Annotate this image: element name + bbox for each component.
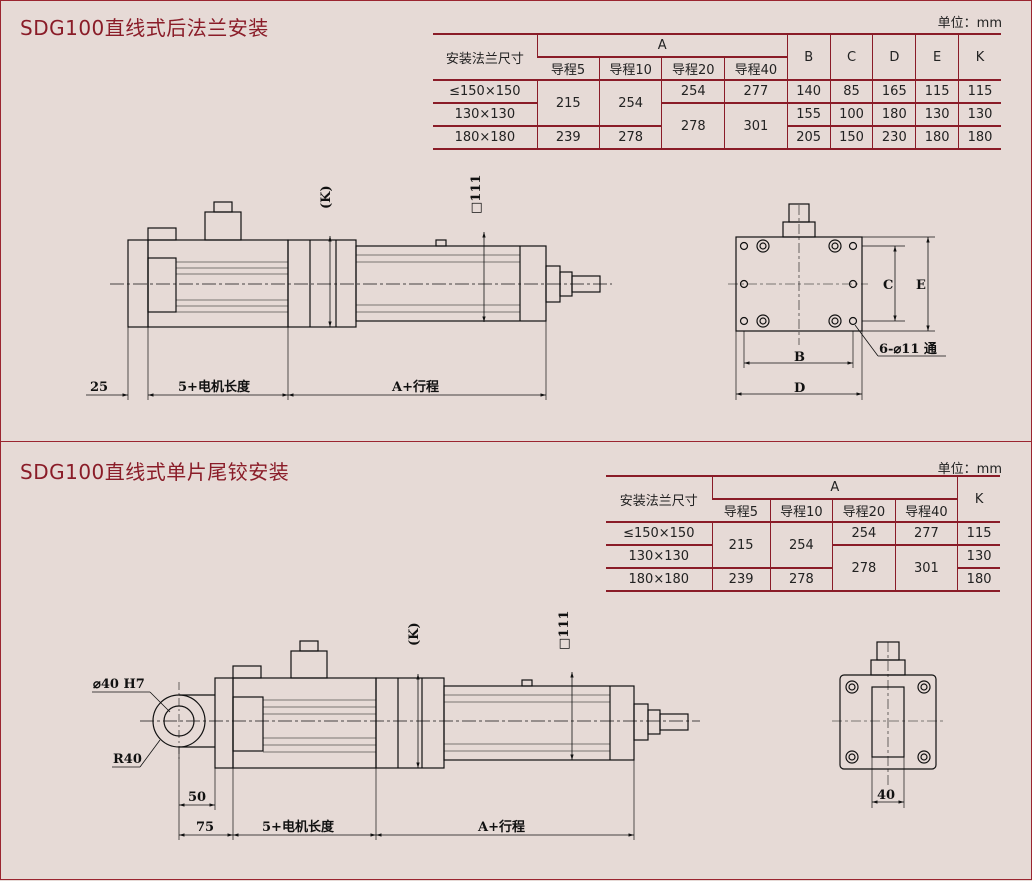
- header-k: K: [957, 475, 1000, 523]
- dim-radius: R40: [113, 752, 142, 767]
- cell-size: 130×130: [606, 545, 713, 569]
- cell-c: 85: [829, 80, 873, 104]
- cell-k: 180: [958, 126, 1001, 150]
- cell-a: 278: [832, 545, 896, 592]
- header-lead-5: 导程5: [712, 499, 771, 523]
- single-clevis-drawing: ⌀40 H7 R40 (K) □111 50 75 5+电机长度 A+行程 40: [92, 611, 944, 840]
- cell-a: 239: [536, 126, 600, 150]
- header-b: B: [786, 33, 831, 81]
- cell-e: 130: [915, 103, 959, 127]
- cell-size: 180×180: [433, 126, 538, 150]
- cell-a: 278: [661, 103, 725, 150]
- header-c: C: [829, 33, 873, 81]
- spec-table: 安装法兰尺寸 A B C D E K 导程5 导程10 导程20 导程40 ≤1…: [433, 33, 1001, 150]
- cell-k: 180: [957, 568, 1000, 592]
- cell-d: 230: [872, 126, 916, 150]
- header-lead-10: 导程10: [769, 499, 833, 523]
- header-lead-40: 导程40: [724, 57, 788, 81]
- hole-note: 6-⌀11 通: [879, 341, 937, 357]
- cell-b: 140: [786, 80, 831, 104]
- cell-a: 301: [724, 103, 788, 150]
- cell-a: 301: [894, 545, 958, 592]
- actuator-side-view: [127, 201, 601, 328]
- unit-label: 单位：mm: [937, 462, 1002, 477]
- dim-square: □111: [469, 175, 484, 214]
- cell-size: ≤150×150: [433, 80, 538, 104]
- cell-k: 115: [958, 80, 1001, 104]
- cell-size: 130×130: [433, 103, 538, 127]
- header-lead-10: 导程10: [598, 57, 662, 81]
- clevis-end-view: [832, 641, 944, 787]
- dim-motor-length: 5+电机长度: [262, 819, 335, 835]
- dim-stroke: A+行程: [391, 379, 439, 395]
- header-e: E: [915, 33, 959, 81]
- cell-a: 215: [711, 522, 771, 569]
- header-lead-20: 导程20: [832, 499, 896, 523]
- cell-k: 130: [957, 545, 1000, 569]
- header-lead-5: 导程5: [537, 57, 600, 81]
- section-title: SDG100直线式单片尾铰安装: [20, 460, 290, 484]
- cell-c: 100: [829, 103, 873, 127]
- cell-e: 180: [915, 126, 959, 150]
- dim-e: E: [916, 278, 926, 293]
- cell-c: 150: [829, 126, 873, 150]
- single-clevis-section: SDG100直线式单片尾铰安装 单位：mm 安装法兰尺寸 A K 导程5 导程1…: [0, 441, 1032, 881]
- cell-e: 115: [915, 80, 959, 104]
- cell-a: 239: [711, 568, 771, 592]
- dim-50: 50: [188, 790, 206, 805]
- header-a: A: [536, 33, 788, 58]
- cell-a: 278: [598, 126, 662, 150]
- cell-k: 130: [958, 103, 1001, 127]
- cell-a: 254: [598, 80, 662, 127]
- cell-d: 165: [872, 80, 916, 104]
- cell-a: 215: [536, 80, 600, 127]
- cell-b: 155: [786, 103, 831, 127]
- dim-k: (K): [319, 185, 334, 209]
- dim-k: (K): [407, 622, 422, 646]
- header-size: 安装法兰尺寸: [606, 475, 713, 523]
- cell-a: 254: [661, 80, 725, 104]
- rear-flange-section: SDG100直线式后法兰安装 单位：mm 安装法兰尺寸 A B C D E K …: [20, 16, 1002, 400]
- section-title: SDG100直线式后法兰安装: [20, 16, 269, 40]
- dim-40: 40: [877, 788, 895, 803]
- cell-a: 277: [724, 80, 788, 104]
- cell-k: 115: [957, 522, 1000, 546]
- dim-d: D: [794, 381, 805, 396]
- cell-d: 180: [872, 103, 916, 127]
- rear-flange-drawing: (K) □111 25 5+电机长度 A+行程 C E B D 6-⌀11 通: [86, 175, 946, 400]
- flange-end-view: [728, 203, 868, 345]
- dim-bore: ⌀40 H7: [93, 677, 145, 692]
- spec-table: 安装法兰尺寸 A K 导程5 导程10 导程20 导程40 ≤150×150 2…: [606, 475, 1000, 592]
- cell-b: 205: [786, 126, 831, 150]
- header-k: K: [958, 33, 1001, 81]
- dim-b: B: [794, 350, 805, 365]
- actuator-side-view: [152, 640, 689, 769]
- unit-label: 单位：mm: [937, 16, 1002, 31]
- header-size: 安装法兰尺寸: [433, 33, 538, 81]
- dim-stroke: A+行程: [477, 819, 525, 835]
- header-lead-40: 导程40: [894, 499, 958, 523]
- dim-c: C: [883, 278, 893, 293]
- cell-size: ≤150×150: [606, 522, 713, 546]
- cell-size: 180×180: [606, 568, 713, 592]
- header-lead-20: 导程20: [661, 57, 725, 81]
- dim-25: 25: [90, 380, 108, 395]
- cell-a: 278: [769, 568, 833, 592]
- header-d: D: [872, 33, 916, 81]
- header-a: A: [711, 475, 958, 500]
- cell-a: 277: [894, 522, 958, 546]
- dim-motor-length: 5+电机长度: [178, 379, 251, 395]
- cell-a: 254: [769, 522, 833, 569]
- dim-square: □111: [557, 611, 572, 650]
- cell-a: 254: [832, 522, 896, 546]
- dim-75: 75: [196, 820, 214, 835]
